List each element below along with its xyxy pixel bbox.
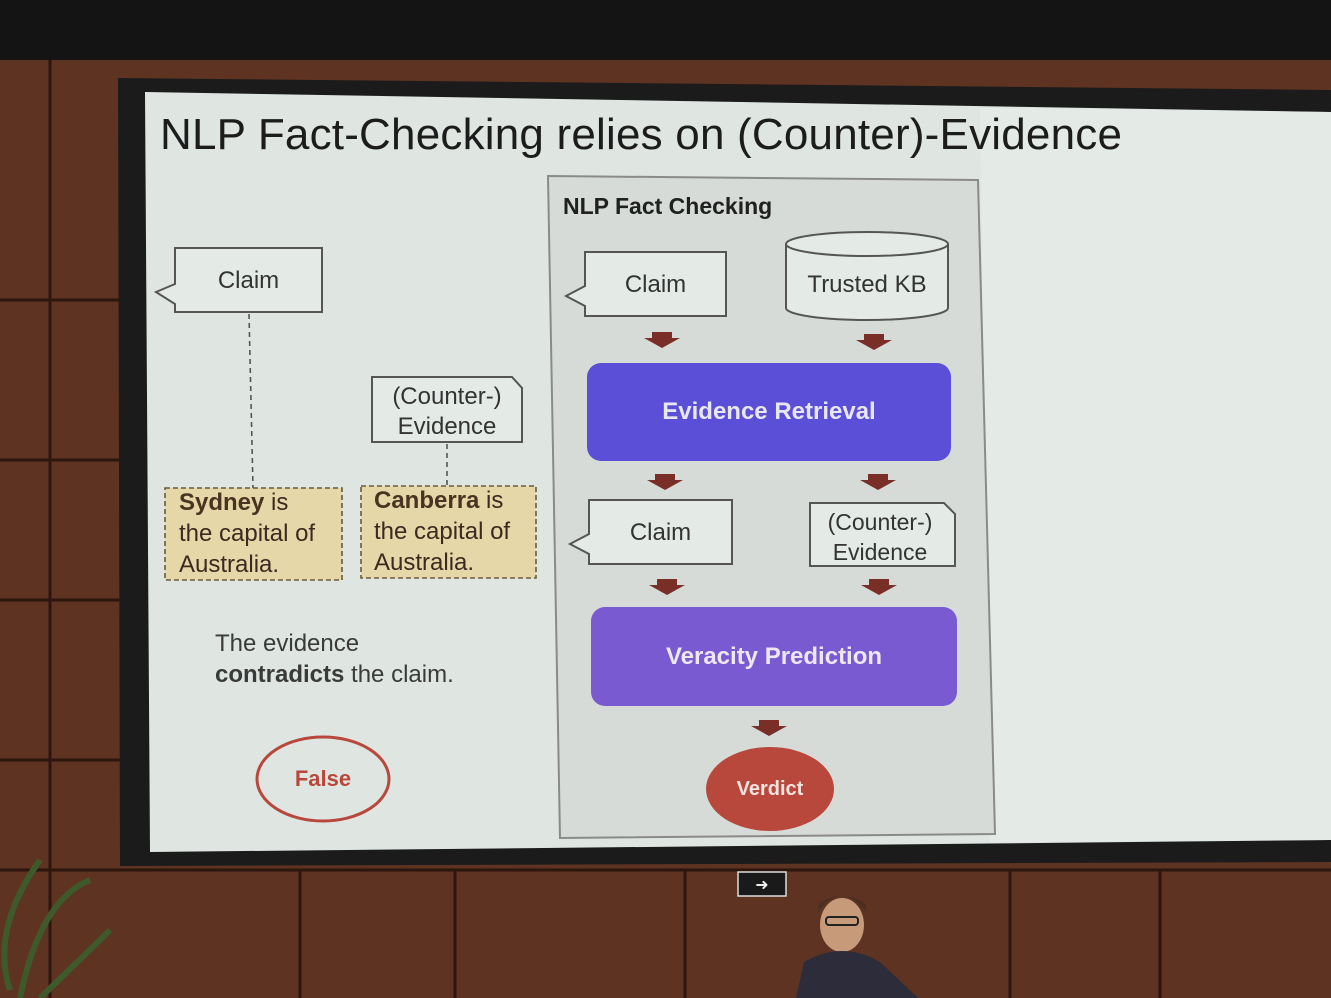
slide-glare: [980, 108, 1331, 842]
left-claim-bubble: [153, 247, 323, 313]
note-bold: contradicts: [215, 661, 345, 688]
fact-sydney-rest1: is: [264, 489, 289, 516]
left-evidence-line1: (Counter-): [392, 383, 502, 410]
exit-sign-glyph: ➜: [755, 875, 768, 894]
fact-canberra-rest3: Australia.: [374, 549, 475, 576]
trusted-kb-label: Trusted KB: [807, 271, 927, 298]
evidence-note: The evidence contradicts the claim.: [215, 628, 454, 690]
claim-connector: [248, 313, 254, 489]
pipeline-panel-title: NLP Fact Checking: [563, 193, 773, 219]
false-label: False: [294, 766, 352, 791]
flow-arrows: [644, 332, 897, 736]
plant: [1, 858, 113, 998]
fact-sydney-rest3: Australia.: [179, 551, 280, 578]
fact-sydney-bold: Sydney: [179, 489, 265, 516]
pipeline-claim-mid-label: Claim: [629, 519, 692, 546]
exit-sign: [737, 871, 787, 897]
pipeline-evidence-line1: (Counter-): [827, 509, 933, 535]
fact-canberra-text: Canberra is the capital of Australia.: [374, 485, 510, 578]
fact-sydney-text: Sydney is the capital of Australia.: [179, 487, 315, 580]
pipeline-claim-mid: [567, 499, 733, 565]
pipeline-evidence-label: (Counter-) Evidence: [810, 507, 950, 567]
evidence-retrieval-box: [587, 363, 951, 461]
slide-title: NLP Fact-Checking relies on (Counter)-Ev…: [160, 110, 1123, 159]
left-evidence-label: (Counter-) Evidence: [372, 382, 522, 442]
fact-canberra-bold: Canberra: [374, 487, 480, 514]
note-line1: The evidence: [215, 630, 360, 657]
pipeline-claim-top: [563, 251, 727, 317]
note-rest: the claim.: [344, 661, 454, 688]
fact-sydney-rest2: the capital of: [179, 520, 316, 547]
fact-box-canberra: [360, 485, 537, 579]
verdict-oval: [706, 747, 834, 831]
veracity-prediction-label: Veracity Prediction: [665, 643, 883, 670]
pipeline-evidence-line2: Evidence: [832, 539, 928, 565]
speaker-person: [796, 896, 918, 998]
fact-canberra-rest2: the capital of: [374, 518, 511, 545]
false-oval: [255, 735, 391, 823]
pipeline-evidence-doc: [809, 502, 956, 567]
pipeline-claim-top-label: Claim: [624, 271, 687, 298]
veracity-prediction-box: [591, 607, 957, 706]
left-evidence-doc: [371, 376, 523, 443]
wall-panel-grid: [0, 60, 1331, 998]
fact-canberra-rest1: is: [479, 487, 504, 514]
left-evidence-line2: Evidence: [397, 413, 497, 440]
trusted-kb-cylinder: [785, 231, 949, 321]
evidence-retrieval-label: Evidence Retrieval: [662, 398, 876, 425]
left-claim-label: Claim: [217, 267, 280, 294]
verdict-label: Verdict: [736, 778, 804, 800]
fact-box-sydney: [164, 487, 343, 581]
